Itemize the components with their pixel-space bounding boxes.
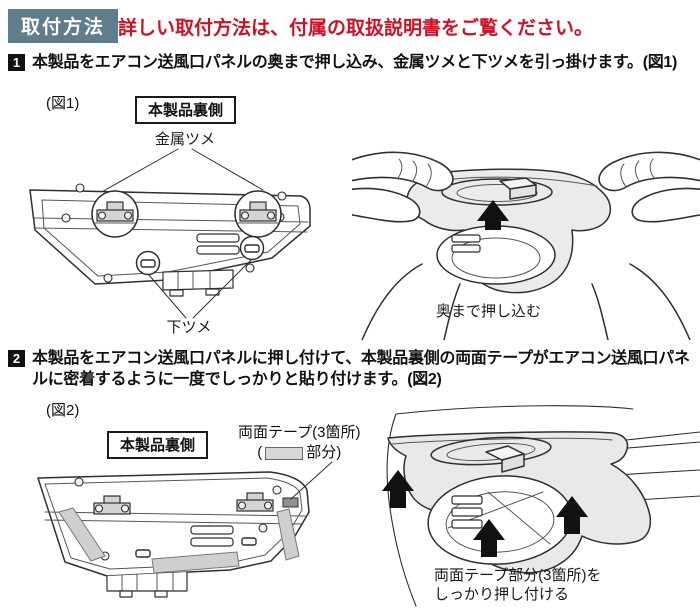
fig1-back-label: 本製品裏側 [135, 96, 237, 124]
lower-claw-circle-left [135, 250, 161, 276]
vent-slot [196, 245, 240, 255]
tape-strip-left [58, 507, 106, 562]
step-1-row: 1 本製品をエアコン送風口パネルの奥まで押し込み、金属ツメと下ツメを引っ掛けます… [8, 52, 696, 73]
fig2-product-back-drawing [37, 461, 333, 598]
metal-claw-label: 金属ツメ [155, 131, 215, 148]
tape-legend-line1: 両面テープ(3箇所) [238, 424, 361, 441]
step-2-row: 2 本製品をエアコン送風口パネルに押し付けて、本製品裏側の両面テープがエアコン送… [8, 348, 696, 390]
step-1-text: 本製品をエアコン送風口パネルの奥まで押し込み、金属ツメと下ツメを引っ掛けます。(… [32, 54, 678, 71]
press-caption-line1: 両面テープ部分(3箇所)を [434, 567, 601, 584]
push-up-arrow-icon [477, 200, 509, 230]
metal-claw-leader-lines [97, 148, 264, 195]
bottom-tab-comb [162, 269, 234, 291]
vent-slot [196, 233, 240, 243]
tape-legend-line2: ( 部分) [257, 444, 342, 462]
lower-claw-label: 下ツメ [166, 319, 211, 336]
step-2-text: 本製品をエアコン送風口パネルに押し付けて、本製品裏側の両面テープがエアコン送風口… [32, 350, 690, 389]
fig1-push-in-drawing: 奥まで押し込む [352, 151, 700, 340]
step-1-number-badge: 1 [8, 54, 25, 71]
press-caption-line2: しっかり押し付ける [434, 586, 569, 603]
metal-claw-left [93, 495, 131, 515]
step-2-number-badge: 2 [8, 350, 25, 367]
tape-legend: 両面テープ(3箇所) ( 部分) [238, 423, 360, 464]
metal-claw-circle-left [91, 190, 139, 238]
dashboard-line [395, 405, 634, 415]
section-title-badge: 取付方法 [8, 9, 119, 43]
press-up-arrow-right-icon [556, 496, 588, 534]
tape-strip-bottom [151, 551, 240, 574]
tape-edge-mark [282, 497, 299, 508]
fig1-label: (図1) [46, 95, 80, 112]
lower-claw-circle-right [239, 235, 265, 261]
push-caption: 奥まで押し込む [436, 303, 541, 320]
press-up-arrow-left-icon [382, 470, 414, 508]
press-up-arrow-center-icon [473, 519, 505, 557]
tape-leader-line [290, 461, 333, 500]
vent-slat-lines [597, 431, 700, 501]
right-hand [591, 151, 700, 340]
metal-claw-circle-right [234, 190, 282, 238]
top-opening [441, 178, 553, 206]
panel-inner-contour [41, 199, 301, 277]
lower-claw [241, 537, 257, 546]
fig1-product-back-drawing: 金属ツメ [29, 131, 311, 336]
fig2-press-drawing: 両面テープ部分(3箇所)を しっかり押し付ける [382, 405, 700, 607]
top-opening [430, 436, 552, 466]
lower-claw [135, 549, 151, 558]
tape-color-swatch [265, 446, 304, 460]
metal-claw-right [236, 492, 274, 512]
bottom-tab-comb [106, 572, 188, 592]
lower-claw-leader-lines [148, 259, 252, 319]
tape-strip-right [276, 508, 300, 561]
header-note-text: 詳しい取付方法は、付属の取扱説明書をご覧ください。 [118, 18, 594, 39]
fig2-label: (図2) [46, 402, 80, 419]
fig2-back-label: 本製品裏側 [107, 431, 209, 459]
